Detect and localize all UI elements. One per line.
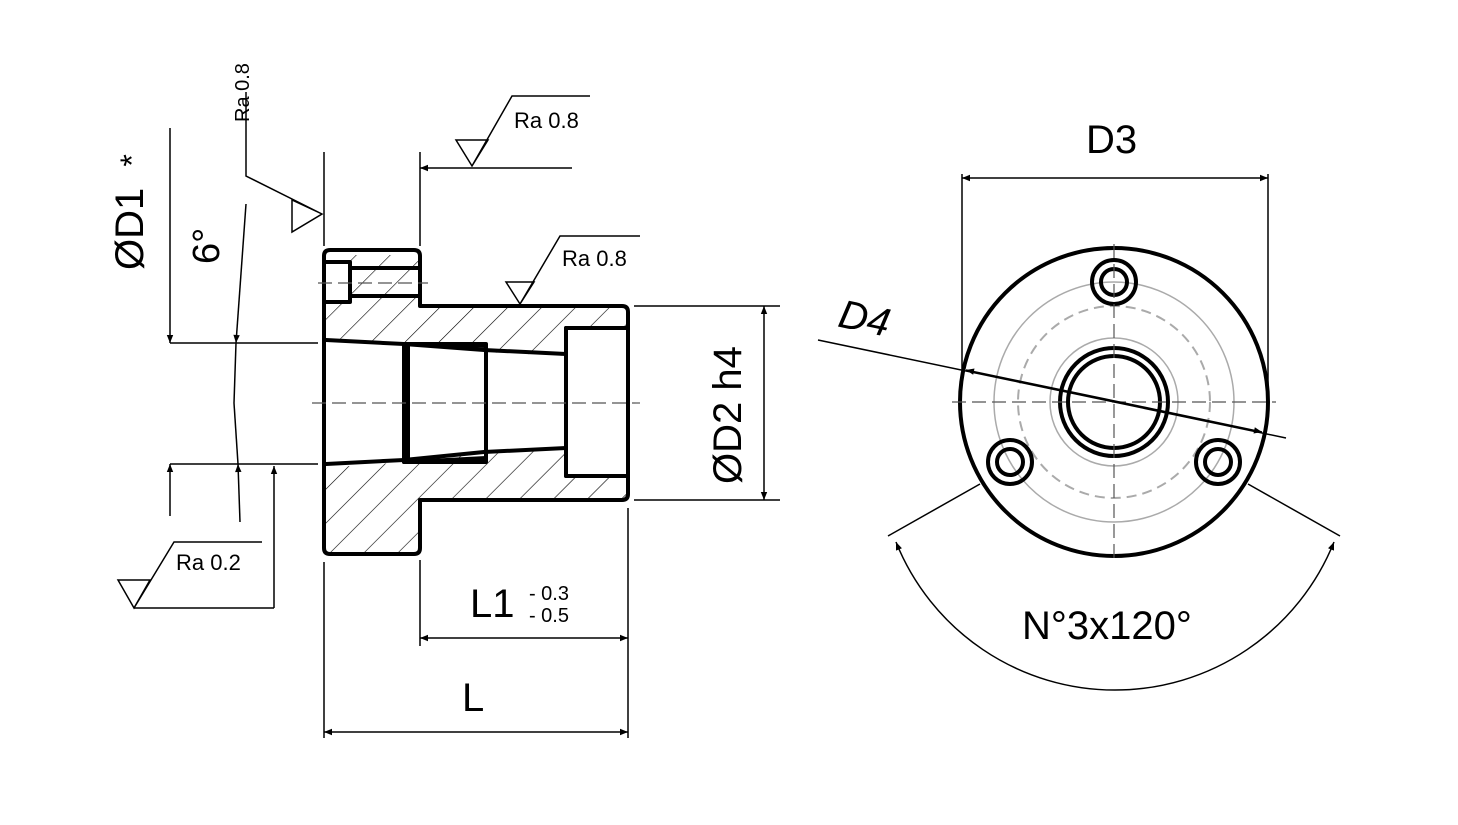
bore-upper <box>324 338 568 356</box>
side-view <box>312 248 640 556</box>
bolt-hole-right <box>1194 438 1242 486</box>
section-hatch-upper <box>324 255 628 356</box>
bolt-hole-left <box>986 438 1034 486</box>
bore-lower <box>324 446 568 466</box>
roughness-symbols <box>116 92 640 610</box>
outer-contour <box>322 248 630 556</box>
front-dimensions <box>817 174 1341 691</box>
top-slot <box>322 260 352 304</box>
side-dimensions <box>166 128 780 738</box>
